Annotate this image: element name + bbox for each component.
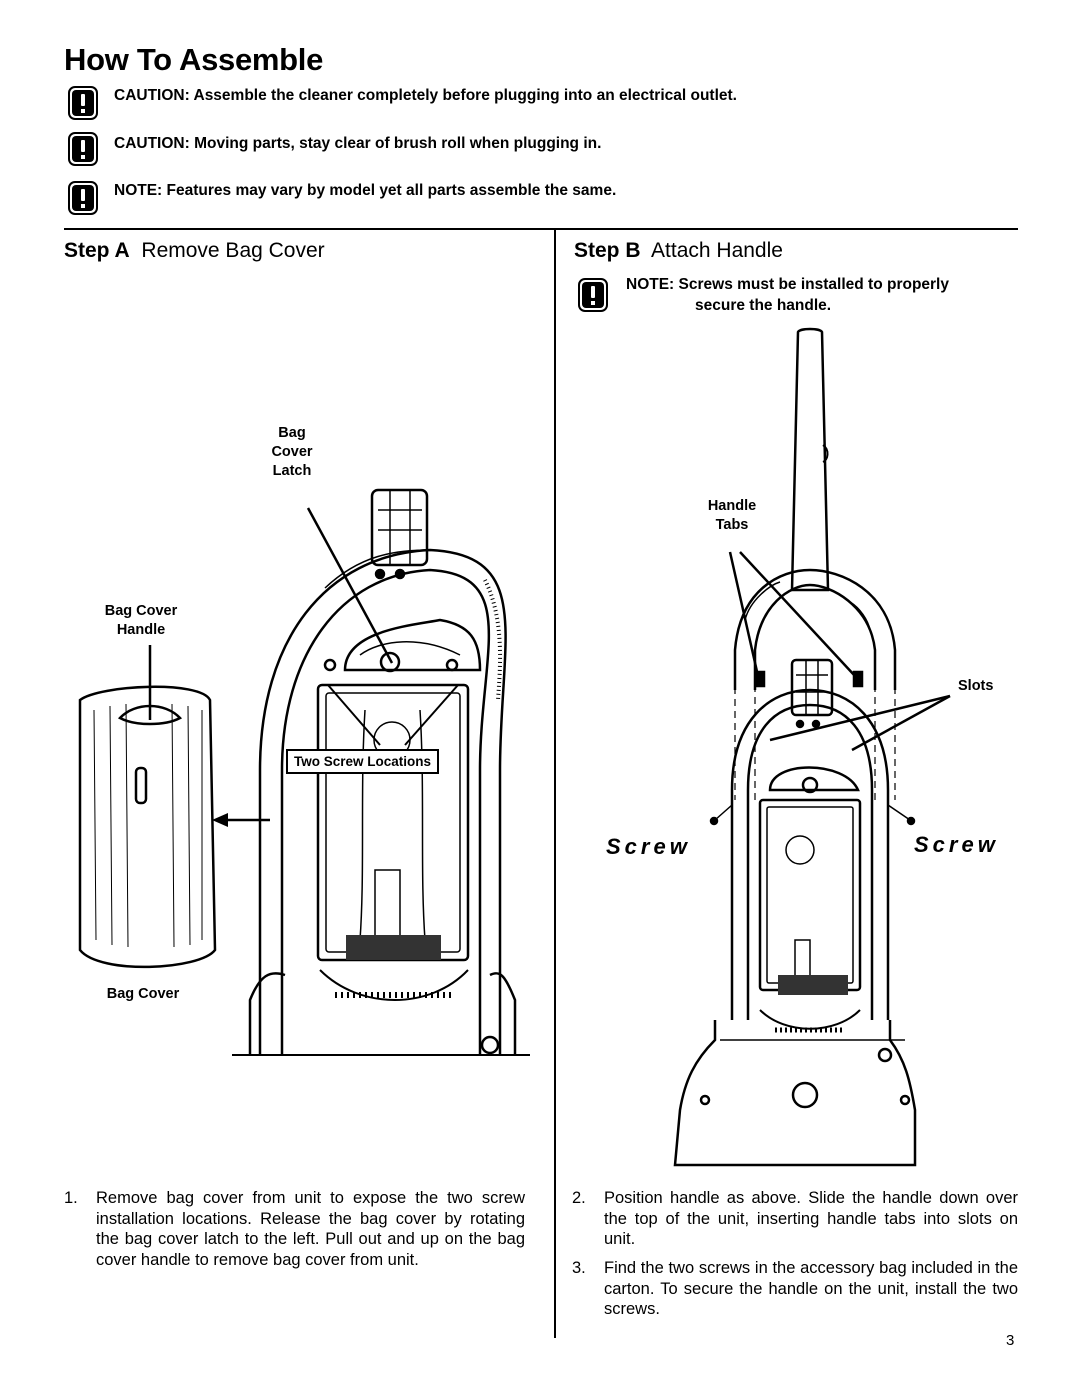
step-b-instruction-2: 2. Position handle as above. Slide the h… xyxy=(572,1189,1018,1248)
step-a-heading: Step A Remove Bag Cover xyxy=(64,239,325,262)
step-a-instruction: 1. Remove bag cover from unit to expose … xyxy=(64,1189,525,1269)
warning-icon xyxy=(68,86,98,120)
slots-label: Slots xyxy=(958,678,994,694)
bag-cover-latch-label: Bag Cover Latch xyxy=(271,425,313,479)
two-screw-locations-label: Two Screw Locations xyxy=(286,749,440,774)
caution-notice-2: CAUTION: Moving parts, stay clear of bru… xyxy=(114,135,602,152)
bag-cover-removal-illustration xyxy=(78,488,530,1056)
column-divider xyxy=(554,230,556,1338)
section-divider xyxy=(64,228,1018,230)
screw-note-line-2: secure the handle. xyxy=(695,297,832,314)
warning-icon xyxy=(68,181,98,215)
features-note: NOTE: Features may vary by model yet all… xyxy=(114,182,617,199)
screw-label-right: Screw xyxy=(914,832,999,857)
handle-attachment-illustration xyxy=(673,327,951,1167)
screw-label-left: Screw xyxy=(606,834,691,859)
page-title: How To Assemble xyxy=(64,42,324,77)
handle-tabs-label: Handle Tabs xyxy=(707,498,757,533)
warning-icon xyxy=(578,278,608,312)
caution-notice-1: CAUTION: Assemble the cleaner completely… xyxy=(114,87,737,104)
page-number: 3 xyxy=(1006,1332,1015,1349)
bag-cover-handle-label: Bag Cover Handle xyxy=(104,603,178,638)
step-b-heading: Step B Attach Handle xyxy=(574,239,783,262)
step-b-instruction-3: 3. Find the two screws in the accessory … xyxy=(572,1259,1018,1318)
bag-cover-label: Bag Cover xyxy=(106,986,180,1002)
screw-note-line-1: NOTE: Screws must be installed to proper… xyxy=(626,276,949,293)
warning-icon xyxy=(68,132,98,166)
